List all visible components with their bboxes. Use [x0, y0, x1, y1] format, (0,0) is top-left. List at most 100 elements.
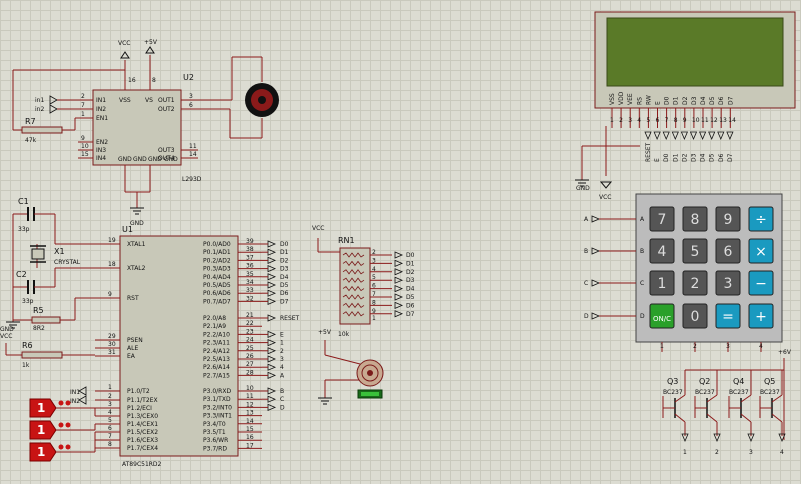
keypad-key[interactable]: 3	[715, 270, 741, 296]
lcd-pin-name: RW	[645, 95, 652, 105]
keypad-key[interactable]: 9	[715, 206, 741, 232]
lcd-net-label: D0	[663, 153, 670, 162]
u1-pin-num: 26	[246, 353, 254, 360]
lcd-display[interactable]	[594, 11, 796, 109]
lcd-pin-name: RS	[636, 97, 643, 105]
u1-pin-num: 12	[246, 401, 254, 408]
keypad-key[interactable]: 2	[682, 270, 708, 296]
u1-pin-num: 38	[246, 246, 254, 253]
u2-pin-num: 3	[189, 93, 193, 100]
u1-net-label: C	[280, 396, 284, 403]
rn1-net-label: D5	[406, 294, 415, 301]
u1-pin-name: P2.7/A15	[203, 372, 230, 379]
keypad-col-pin: 2	[693, 343, 697, 350]
rn1-pin-num: 4	[372, 266, 376, 273]
transistor-ref: Q4	[733, 377, 744, 386]
rn1-pin-num: 7	[372, 291, 376, 298]
u1-net-label: 3	[280, 356, 284, 363]
keypad-key[interactable]: 6	[715, 238, 741, 264]
u1-at89c51rd2[interactable]: U1 AT89C51RD2 19XTAL118XTAL29RST29PSEN30…	[95, 225, 300, 468]
u1-pin-num: 2	[108, 393, 112, 400]
keypad-col-pin: 4	[759, 343, 763, 350]
u1-pin-num: 15	[246, 426, 254, 433]
crystal-x1[interactable]	[30, 244, 46, 268]
keypad-key[interactable]: 8	[682, 206, 708, 232]
keypad-key[interactable]: ÷	[748, 206, 774, 232]
u1-pin-num: 19	[108, 237, 116, 244]
logic-probe[interactable]: 1	[29, 398, 76, 418]
r6-resistor[interactable]	[21, 351, 63, 359]
svg-text:6: 6	[724, 244, 733, 260]
u2-pin-num: 7	[81, 102, 85, 109]
keypad-key[interactable]: 4	[649, 238, 675, 264]
rn1-net-label: D6	[406, 302, 415, 309]
r7-resistor[interactable]	[21, 126, 63, 134]
u2-pin-name: OUT1	[158, 97, 175, 104]
r5-resistor[interactable]	[31, 316, 61, 324]
u1-pin-num: 13	[246, 410, 254, 417]
svg-text:GND: GND	[0, 326, 14, 333]
keypad-key[interactable]: −	[748, 270, 774, 296]
buzzer[interactable]	[356, 359, 384, 399]
lcd-pin-num: 11	[701, 117, 709, 124]
svg-text:÷: ÷	[755, 212, 767, 228]
dc-motor[interactable]	[245, 83, 279, 117]
logic-probe[interactable]: 1	[29, 420, 76, 440]
u1-pin-num: 28	[246, 369, 254, 376]
u1-net-label: D7	[280, 298, 289, 305]
u1-pin-num: 14	[246, 418, 254, 425]
keypad-key[interactable]: ON/C	[649, 303, 675, 329]
u1-pin-name: PSEN	[127, 337, 143, 344]
logic-probe[interactable]: 1	[29, 442, 76, 462]
u1-pin-num: 22	[246, 320, 254, 327]
svg-text:VCC: VCC	[599, 194, 611, 201]
keypad-row-pin: B	[640, 248, 644, 255]
transistor-ref: Q3	[667, 377, 678, 386]
keypad-key[interactable]: 0	[682, 303, 708, 329]
keypad-key[interactable]: 1	[649, 270, 675, 296]
keypad-col-pin: 3	[726, 343, 730, 350]
transistor-part: BC237	[695, 389, 715, 396]
u1-pin-name: P2.1/A9	[203, 323, 226, 330]
rn1-pin-num: 1	[372, 315, 376, 322]
u1-pin-num: 9	[108, 291, 112, 298]
keypad-key[interactable]: 7	[649, 206, 675, 232]
u2-ref: U2	[183, 73, 194, 82]
rn1-ref: RN1	[338, 236, 355, 245]
u1-pin-num: 10	[246, 385, 254, 392]
u2-pin-name: OUT4	[158, 155, 175, 162]
c2-ref: C2	[16, 270, 27, 279]
svg-text:=: =	[722, 309, 734, 325]
lcd-pin-num: 1	[610, 117, 614, 124]
u1-pin-name: XTAL1	[127, 241, 146, 248]
u1-pin-name: P3.6/WR	[203, 437, 228, 444]
u1-pin-num: 23	[246, 328, 254, 335]
u1-pin-name: P0.3/AD3	[203, 266, 231, 273]
rn1-value: 10k	[338, 331, 350, 338]
lcd-pin-name: VEE	[627, 93, 634, 105]
lcd-net-label: D7	[727, 153, 734, 162]
u2-pin-name: VSS	[119, 97, 131, 104]
svg-text:1: 1	[658, 276, 667, 292]
u1-pin-name: P2.2/A10	[203, 331, 230, 338]
u2-l293d[interactable]: U2 L293D 2IN17IN21EN19EN210IN315IN43OUT1…	[78, 73, 202, 183]
u2-pin-name: GND	[118, 156, 132, 163]
u1-net-label: E	[280, 331, 284, 338]
c1-value: 33p	[18, 226, 30, 233]
keypad-key[interactable]: =	[715, 303, 741, 329]
keypad-key[interactable]: +	[748, 303, 774, 329]
u1-pin-name: P0.0/AD0	[203, 241, 231, 248]
keypad-key[interactable]: ×	[748, 238, 774, 264]
keypad-row-pin: C	[640, 280, 644, 287]
u2-pin-name: GND	[133, 156, 147, 163]
u2-pin-name: GND	[148, 156, 162, 163]
transistor-part: BC237	[760, 389, 780, 396]
keypad-row-label: A	[584, 216, 589, 223]
keypad-key[interactable]: 5	[682, 238, 708, 264]
lcd-pin-name: E	[655, 101, 662, 105]
rn1-net-label: D1	[406, 260, 415, 267]
